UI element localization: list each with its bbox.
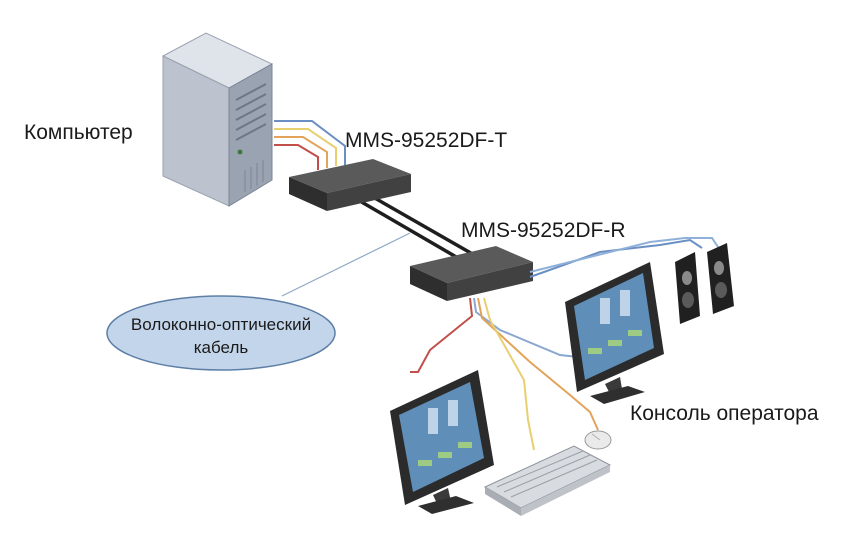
keyboard	[483, 445, 612, 516]
fiber-callout-bubble	[106, 295, 336, 371]
fiber-cable-label: Волоконно-оптический кабель	[108, 313, 334, 359]
fiber-cable-label-line1: Волоконно-оптический	[130, 315, 312, 334]
monitor-right	[565, 262, 664, 404]
speaker-right	[707, 243, 734, 314]
mouse	[584, 430, 612, 450]
computer-tower	[161, 32, 274, 207]
receiver-label: MMS-95252DF-R	[461, 219, 626, 242]
console-cables	[410, 237, 721, 451]
receiver-device	[410, 246, 533, 301]
speaker-left	[675, 252, 700, 324]
computer-label: Компьютер	[24, 121, 133, 144]
monitor-left	[390, 370, 494, 514]
fiber-optic-cable	[352, 195, 477, 260]
transmitter-device	[289, 159, 411, 211]
transmitter-label: MMS-95252DF-T	[345, 129, 508, 152]
computer-cables	[274, 120, 346, 170]
fiber-cable-label-line2: кабель	[193, 338, 249, 357]
fiber-callout-leader	[281, 232, 411, 297]
operator-console-label: Консоль оператора	[630, 402, 819, 425]
